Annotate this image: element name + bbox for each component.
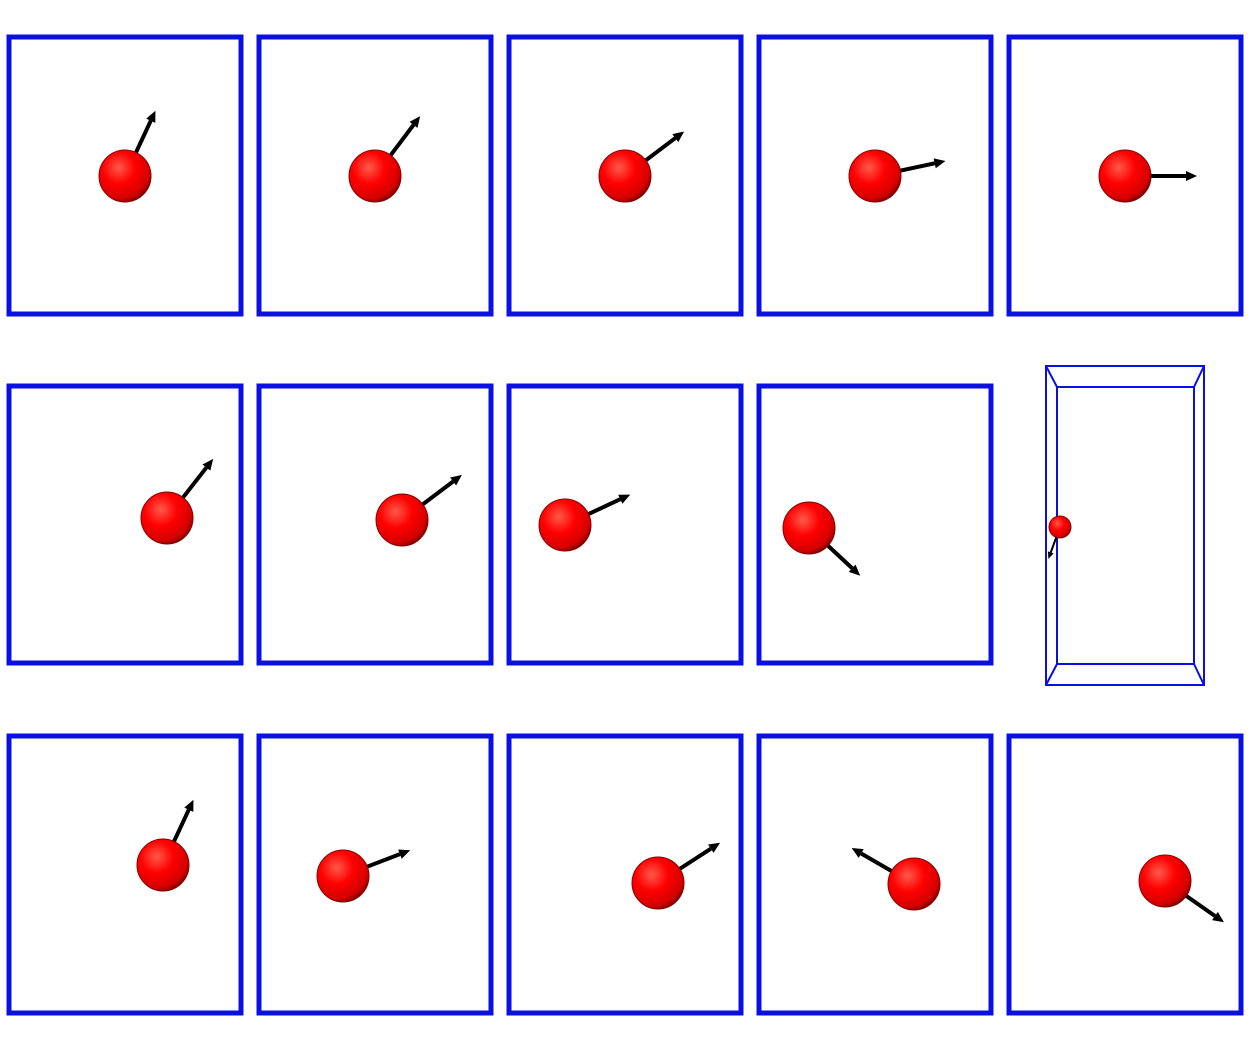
panel-3-3 [506, 733, 744, 1016]
arrow-head [1047, 551, 1054, 559]
frame-border [6, 383, 244, 666]
red-ball [848, 149, 902, 203]
red-ball [538, 498, 592, 552]
arrow-head [672, 131, 685, 143]
panel-2-4 [756, 383, 994, 666]
frame-border [756, 34, 994, 317]
box-outer-edge [1045, 365, 1205, 686]
panel-2-1 [6, 383, 244, 666]
panel-3-2 [256, 733, 494, 1016]
arrow-head [933, 158, 946, 169]
frame-border [506, 383, 744, 666]
arrow-head [450, 474, 462, 486]
red-ball [887, 857, 941, 911]
red-ball [136, 838, 190, 892]
arrow-head [1186, 171, 1197, 181]
frame-border [6, 34, 244, 317]
frame-border [256, 733, 494, 1016]
box-corner-edge [1045, 663, 1058, 686]
box-corner-edge [1045, 365, 1058, 388]
frame-border [756, 383, 994, 666]
panel-1-2 [256, 34, 494, 317]
arrow-head [851, 848, 864, 858]
panel-3-5 [1006, 733, 1244, 1016]
red-ball [375, 493, 429, 547]
panel-1-3 [506, 34, 744, 317]
arrow-head [184, 799, 194, 812]
frame-border [756, 733, 994, 1016]
box-corner-edge [1193, 365, 1205, 388]
arrow-head [202, 458, 214, 471]
panel-2-5 [1045, 365, 1205, 686]
frame-border [256, 34, 494, 317]
panel-3-1 [6, 733, 244, 1016]
arrow-head [1212, 911, 1224, 923]
frame-border [506, 733, 744, 1016]
panel-1-4 [756, 34, 994, 317]
panel-1-5 [1006, 34, 1244, 317]
frame-border [6, 733, 244, 1016]
panel-2-2 [256, 383, 494, 666]
red-ball [631, 856, 685, 910]
frame-border [1006, 34, 1244, 317]
box-corner-edge [1193, 663, 1205, 686]
red-ball [1098, 149, 1152, 203]
arrow-head [618, 494, 631, 504]
arrow-head [708, 842, 721, 853]
box-inner-edge [1056, 386, 1195, 665]
arrow-head [398, 849, 411, 859]
arrow-head [848, 564, 861, 576]
red-ball [316, 849, 370, 903]
arrow-head [146, 110, 156, 123]
red-ball [348, 149, 402, 203]
red-ball [1048, 515, 1072, 539]
frame-border [1006, 733, 1244, 1016]
panel-3-4 [756, 733, 994, 1016]
red-ball [98, 149, 152, 203]
frame-border [506, 34, 744, 317]
red-ball [140, 491, 194, 545]
arrow-head [409, 116, 421, 128]
panel-1-1 [6, 34, 244, 317]
panel-2-3 [506, 383, 744, 666]
red-ball [782, 501, 836, 555]
frame-border [256, 383, 494, 666]
red-ball [1138, 854, 1192, 908]
red-ball [598, 149, 652, 203]
